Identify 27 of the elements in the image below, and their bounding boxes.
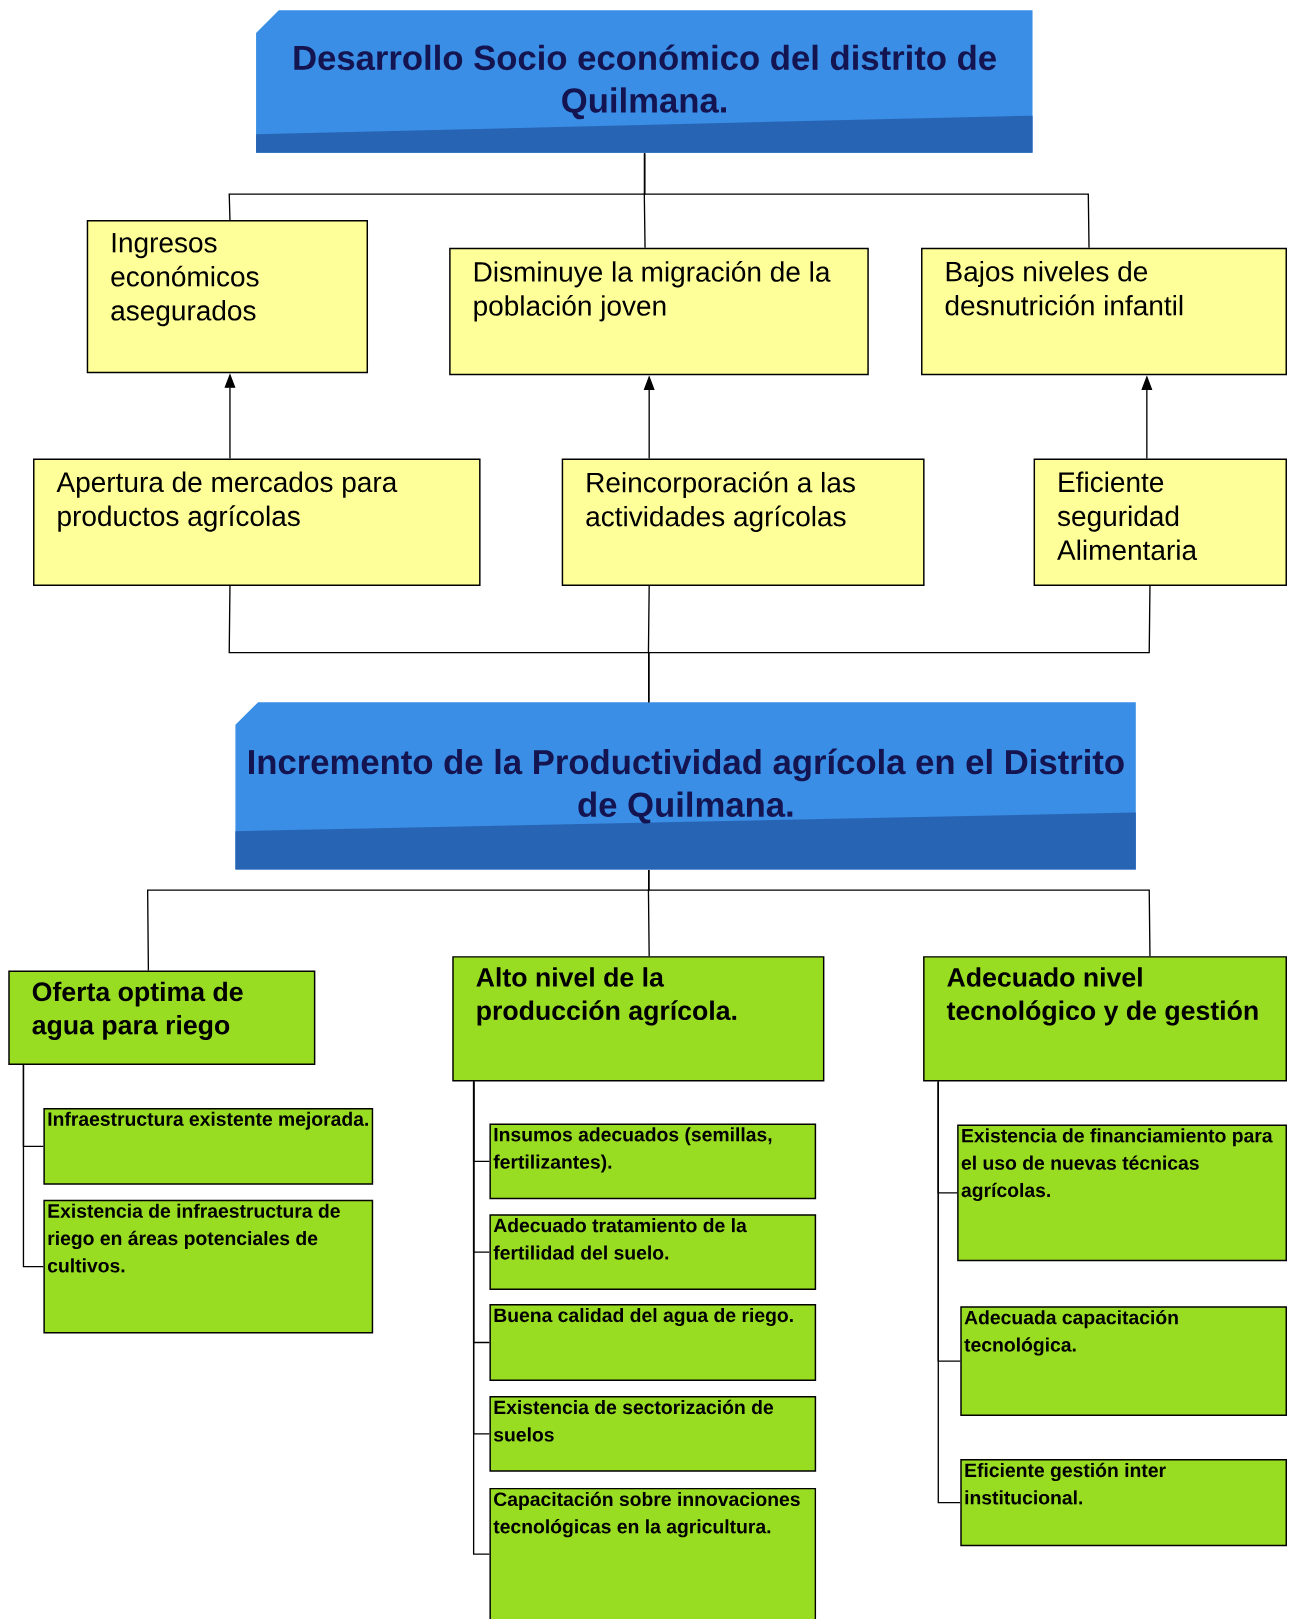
means-box: Capacitación sobre innovaciones tecnológicas en la agricultura. [489, 1487, 817, 1619]
objective-box: Adecuado nivel tecnológico y de gestión [923, 956, 1287, 1082]
effect-box: Reincorporación a las actividades agrícolas [561, 458, 925, 586]
means-box: Adecuado tratamiento de la fertilidad del suelo. [489, 1214, 817, 1291]
effect-box: Disminuye la migración de la población joven [449, 247, 869, 376]
connector-line [472, 1080, 491, 1555]
connector-line [648, 869, 1151, 957]
objective-box: Alto nivel de la producción agrícola. [452, 956, 825, 1082]
means-box: Adecuada capacitación tecnológica. [960, 1306, 1287, 1417]
objective-box: Oferta optima de agua para riego [8, 970, 316, 1065]
connector-line [22, 1064, 45, 1268]
connector-line [648, 585, 1151, 703]
means-box: Existencia de infraestructura de riego en áreas potenciales de cultivos. [43, 1199, 374, 1334]
means-box: Existencia de financiamiento para el uso de nuevas técnicas agrícolas. [957, 1124, 1287, 1262]
title-block: Desarrollo Socio económico del distrito de Quilmana. [256, 10, 1033, 153]
connector-line [643, 152, 1090, 249]
effect-box: Bajos niveles de desnutrición infantil [921, 247, 1287, 376]
effect-box: Eficiente seguridad Alimentaria [1033, 458, 1287, 586]
effect-box: Apertura de mercados para productos agrícolas [33, 458, 481, 586]
effect-box: Ingresos económicos asegurados [86, 219, 368, 374]
means-box: Insumos adecuados (semillas, fertilizantes). [489, 1123, 817, 1200]
title-block: Incremento de la Productividad agrícola en el Distrito de Quilmana. [235, 702, 1136, 870]
means-box: Infraestructura existente mejorada. [43, 1107, 374, 1185]
means-box: Buena calidad del agua de riego. [489, 1304, 817, 1381]
means-box: Eficiente gestión inter institucional. [960, 1459, 1287, 1547]
means-box: Existencia de sectorización de suelos [489, 1396, 817, 1472]
connector-line [937, 1080, 961, 1504]
